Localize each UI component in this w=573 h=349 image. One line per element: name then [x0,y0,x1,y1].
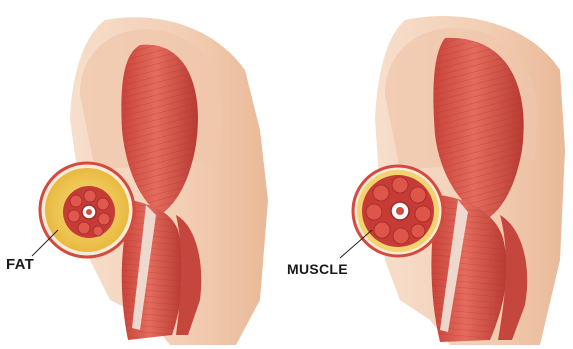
right-arm-muscle [340,16,565,345]
muscle-label: MUSCLE [287,261,348,277]
fat-label: FAT [6,256,34,273]
left-arm-fat [32,17,268,345]
